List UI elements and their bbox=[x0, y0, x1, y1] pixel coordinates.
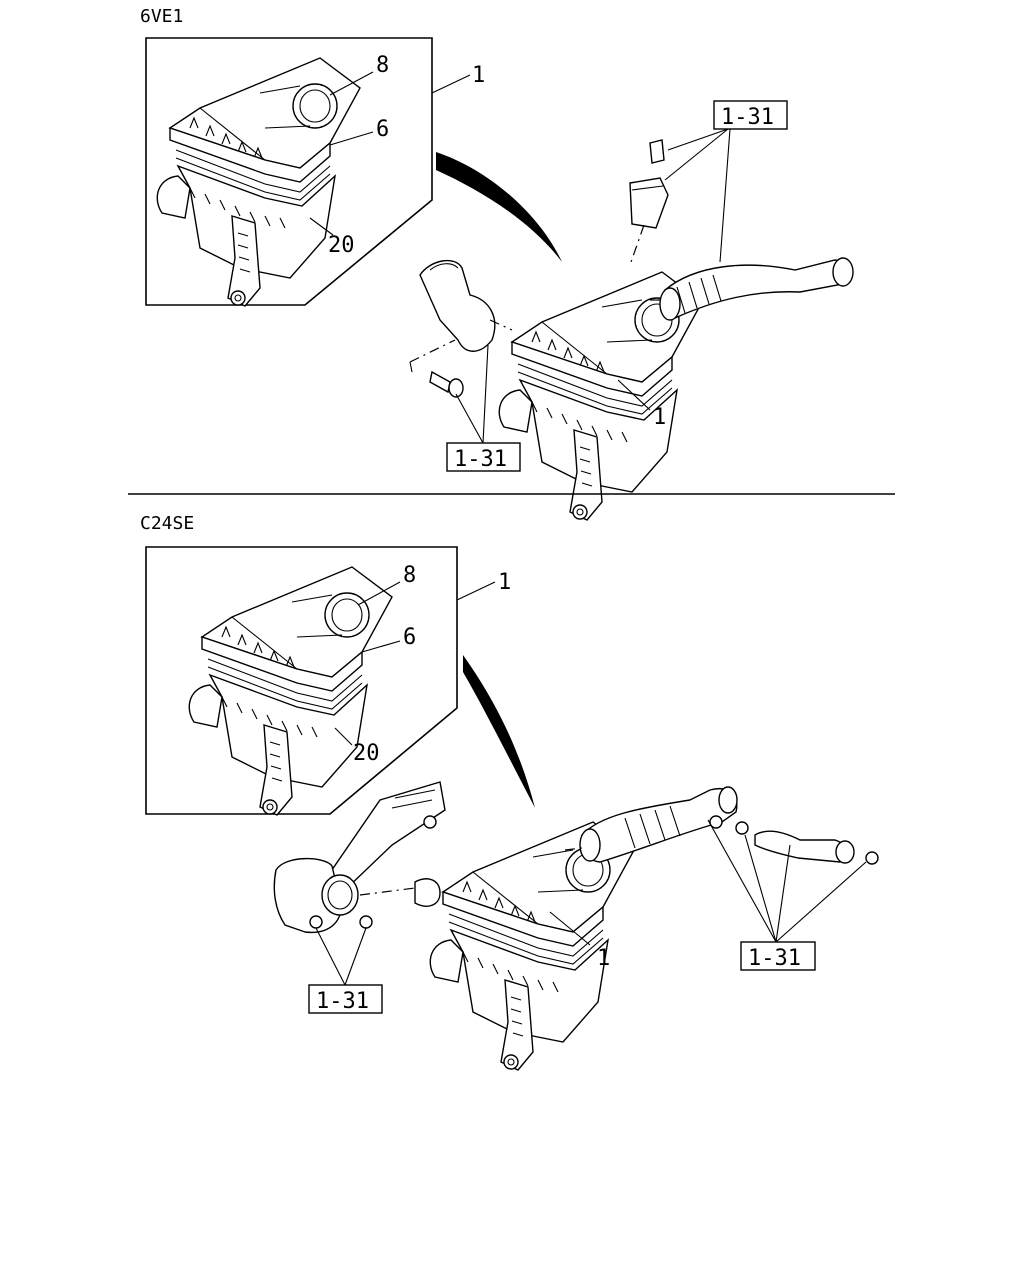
intake-hose bbox=[659, 257, 854, 321]
section-6ve1: 6VE1 1 8 6 20 bbox=[140, 6, 854, 521]
callout-1-main: 1 bbox=[653, 405, 666, 430]
leader-line bbox=[334, 727, 353, 746]
callout-8: 8 bbox=[403, 563, 416, 588]
intake-hose bbox=[579, 786, 738, 863]
leader-line bbox=[361, 640, 401, 653]
leader-line bbox=[309, 217, 334, 236]
air-cleaner-detail bbox=[156, 57, 361, 307]
clamp-icon bbox=[735, 821, 749, 835]
callout-6: 6 bbox=[376, 117, 389, 142]
ref-label: 1-31 bbox=[748, 946, 801, 971]
leader-line bbox=[456, 581, 496, 601]
ref-label: 1-31 bbox=[454, 447, 507, 472]
resonator-bracket bbox=[323, 781, 446, 891]
sensor-icon bbox=[629, 139, 669, 229]
ref-label: 1-31 bbox=[721, 105, 774, 130]
callout-1: 1 bbox=[472, 63, 485, 88]
resonator bbox=[273, 857, 342, 934]
nut-icon bbox=[309, 915, 323, 929]
callout-8: 8 bbox=[376, 53, 389, 78]
pointer-arrow bbox=[436, 152, 562, 262]
callout-20: 20 bbox=[328, 233, 355, 258]
breather-hose bbox=[754, 830, 849, 863]
detail-inset-frame bbox=[145, 37, 433, 306]
leader-line bbox=[431, 74, 471, 94]
engine-label: C24SE bbox=[140, 513, 194, 534]
clamp-icon bbox=[865, 851, 879, 865]
air-cleaner-detail bbox=[188, 566, 393, 816]
detail-inset-frame bbox=[145, 546, 458, 815]
clamp-icon bbox=[709, 815, 723, 829]
inlet-duct bbox=[419, 259, 496, 352]
ref-box-top bbox=[713, 100, 788, 130]
leader-line bbox=[329, 71, 374, 96]
ref-box-bottom bbox=[446, 442, 521, 472]
bolt-icon bbox=[429, 370, 464, 398]
engine-label: 6VE1 bbox=[140, 6, 183, 27]
ref-label: 1-31 bbox=[316, 989, 369, 1014]
pointer-arrow bbox=[463, 655, 535, 808]
callout-6: 6 bbox=[403, 625, 416, 650]
callout-20: 20 bbox=[353, 741, 380, 766]
ref-box-right bbox=[740, 941, 816, 971]
section-c24se: C24SE 1 8 6 20 bbox=[140, 513, 879, 1071]
ref-box-left bbox=[308, 984, 383, 1014]
callout-1: 1 bbox=[498, 570, 511, 595]
nut-icon bbox=[359, 915, 373, 929]
leader-line bbox=[357, 581, 401, 606]
leader-line bbox=[329, 131, 374, 146]
callout-1-main: 1 bbox=[597, 946, 610, 971]
